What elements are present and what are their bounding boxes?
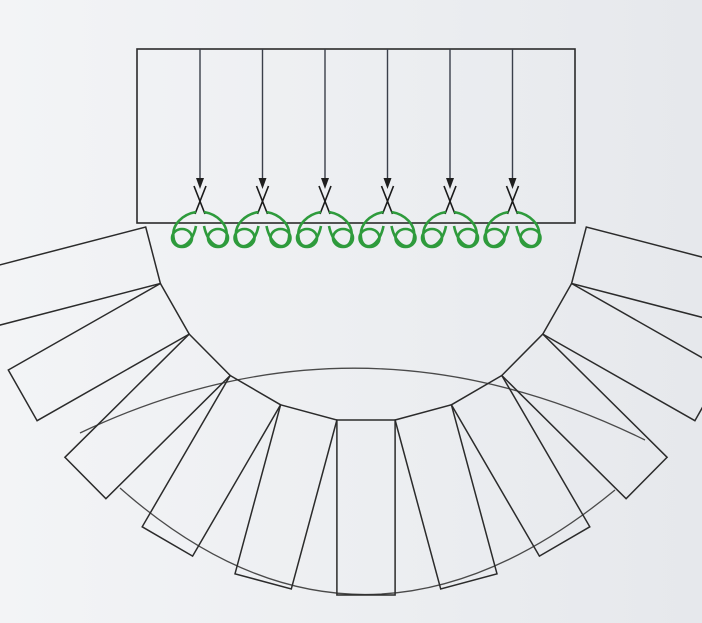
scissor-loop xyxy=(295,227,319,249)
scissor-blade xyxy=(256,185,270,215)
cut-marker xyxy=(233,49,292,249)
scissor-loop xyxy=(331,227,355,249)
scissor-blade xyxy=(444,185,457,215)
down-arrow-icon xyxy=(383,178,392,189)
down-arrow-icon xyxy=(321,178,329,189)
cut-marker xyxy=(420,49,480,249)
fan-segment xyxy=(141,374,282,558)
scissor-blade xyxy=(381,185,395,215)
scissor-handle xyxy=(422,210,448,248)
down-arrow-icon xyxy=(196,178,204,189)
scissor-loop xyxy=(483,227,506,249)
cut-marker xyxy=(483,49,542,249)
fan-segment xyxy=(450,374,591,558)
scissor-blade xyxy=(194,185,207,215)
down-arrow-icon xyxy=(446,178,454,189)
scissors-icon xyxy=(233,185,292,249)
scissor-blade xyxy=(506,185,520,215)
scissor-handle xyxy=(390,210,416,248)
cut-markers xyxy=(170,49,542,249)
fan-segment xyxy=(500,333,669,500)
cut-marker xyxy=(170,49,230,249)
outer-arc xyxy=(119,487,616,596)
scissor-blade xyxy=(255,185,269,215)
scissor-blade xyxy=(380,185,394,215)
scissor-loop xyxy=(519,227,542,249)
fan-segment xyxy=(234,403,338,590)
uncut-strip xyxy=(136,48,576,224)
inner-arc xyxy=(79,367,646,441)
scissor-loop xyxy=(358,227,381,249)
cut-marker xyxy=(358,49,417,249)
scissor-handle xyxy=(202,210,228,248)
scissor-blade xyxy=(443,185,456,215)
scissor-blade xyxy=(505,185,519,215)
scissor-handle xyxy=(172,210,198,248)
fan-segment xyxy=(7,282,191,422)
fan-segment xyxy=(541,282,702,422)
fan-segment xyxy=(570,226,702,319)
fan-segment xyxy=(336,419,396,596)
scissor-handle xyxy=(452,210,478,248)
fan-segment xyxy=(63,333,232,500)
scissor-handle xyxy=(327,210,353,248)
scissor-loop xyxy=(233,227,256,249)
scissors-icon xyxy=(420,185,480,249)
scissors-icon xyxy=(483,185,542,249)
down-arrow-icon xyxy=(508,178,517,189)
fanned-strip xyxy=(0,226,702,596)
scissor-blade xyxy=(318,185,331,215)
scissor-loop xyxy=(269,227,292,249)
cut-marker xyxy=(295,49,355,249)
scissor-handle xyxy=(484,210,510,248)
scissor-handle xyxy=(359,210,385,248)
scissor-loop xyxy=(394,227,417,249)
fan-segment xyxy=(0,226,162,326)
scissors-icon xyxy=(170,185,230,249)
scissor-loop xyxy=(420,227,444,249)
scissor-handle xyxy=(265,210,291,248)
scissor-handle xyxy=(234,210,260,248)
scissor-loop xyxy=(456,227,480,249)
scissor-blade xyxy=(193,185,206,215)
scissor-handle xyxy=(515,210,541,248)
scissors-icon xyxy=(358,185,417,249)
scissor-blade xyxy=(319,185,332,215)
scissor-loop xyxy=(170,227,194,249)
fan-segment xyxy=(394,403,498,590)
scissors-icon xyxy=(295,185,355,249)
scissor-handle xyxy=(297,210,323,248)
down-arrow-icon xyxy=(258,178,267,189)
scissor-loop xyxy=(206,227,230,249)
